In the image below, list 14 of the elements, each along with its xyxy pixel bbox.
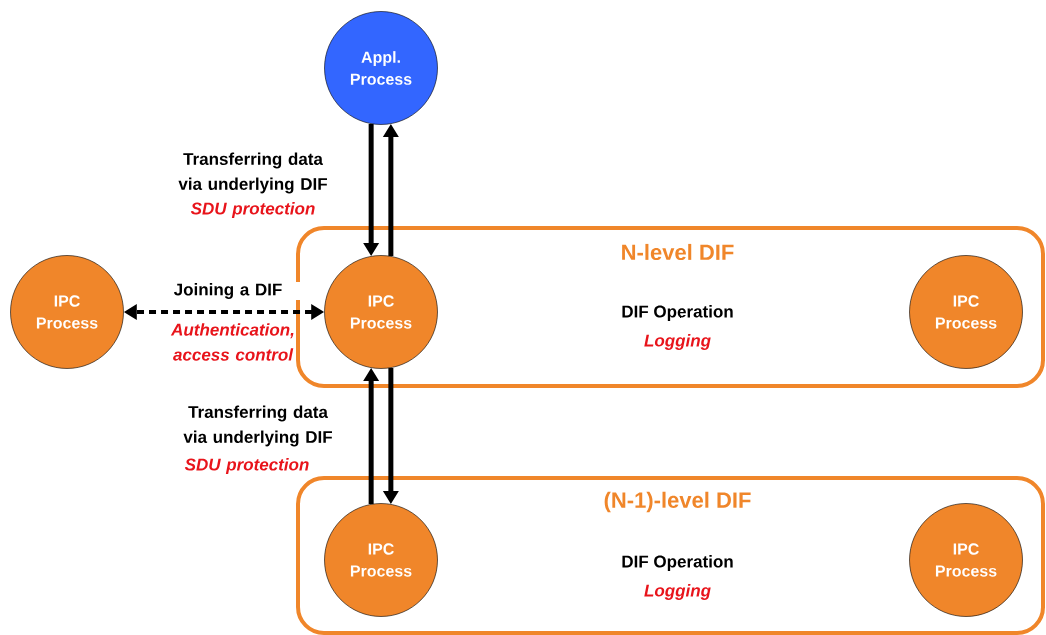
edge-label: Joining a DIF bbox=[173, 283, 282, 299]
band-title: N-level DIF bbox=[622, 243, 734, 261]
note-text: Authentication, access control bbox=[170, 323, 294, 361]
band-note: Logging bbox=[644, 334, 711, 350]
band-text: DIF Operation bbox=[622, 305, 733, 321]
band-text: DIF Operation bbox=[622, 555, 733, 571]
band-title: (N-1)-level DIF bbox=[604, 491, 751, 513]
dif-band bbox=[296, 226, 1045, 388]
edge-label: Transferring data via underlying DIF bbox=[183, 405, 332, 447]
note-text: SDU protection bbox=[190, 202, 315, 218]
note-text: SDU protection bbox=[184, 458, 309, 474]
dif-band bbox=[296, 476, 1045, 635]
edge-label: Transferring data via underlying DIF bbox=[178, 152, 327, 194]
band-note: Logging bbox=[644, 584, 711, 600]
